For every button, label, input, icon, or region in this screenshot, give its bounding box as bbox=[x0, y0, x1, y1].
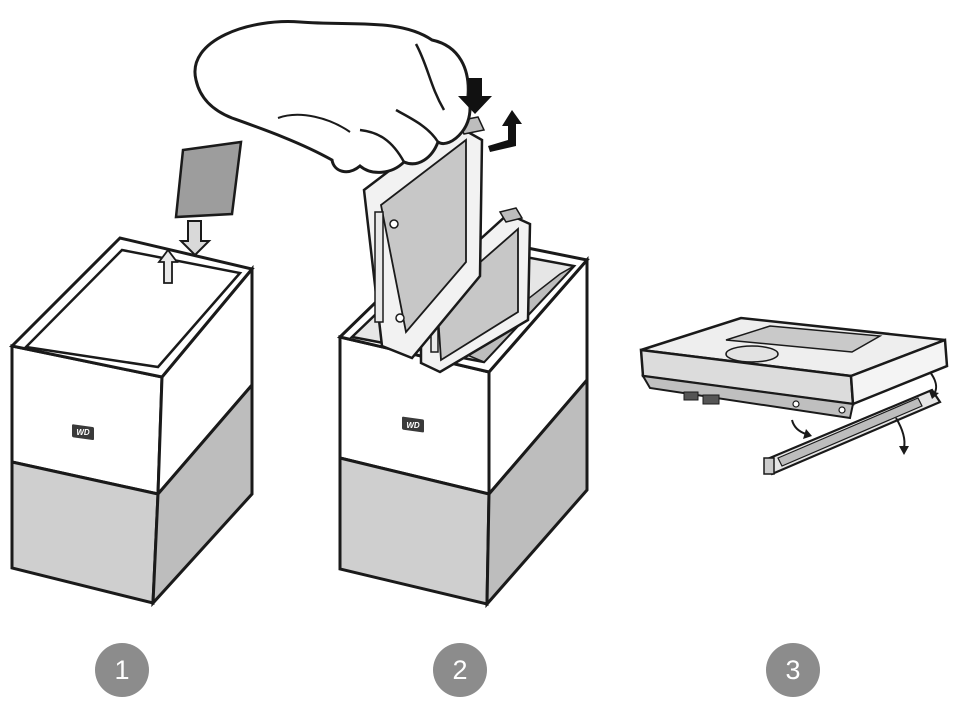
hard-drive-icon bbox=[639, 316, 949, 420]
step-badge-3: 3 bbox=[766, 643, 820, 697]
device-lower-side bbox=[151, 380, 254, 608]
hand-icon bbox=[193, 20, 472, 174]
device-lower-side bbox=[485, 375, 589, 609]
down-arrow-icon bbox=[458, 78, 492, 114]
step-3-illustration bbox=[639, 316, 949, 476]
step-1-illustration: WD bbox=[8, 140, 255, 608]
down-arrow-icon bbox=[178, 220, 212, 257]
step-number-1: 1 bbox=[114, 654, 130, 685]
step-number-3: 3 bbox=[785, 654, 801, 685]
step-2-illustration: WD bbox=[193, 20, 590, 609]
step-badge-2: 2 bbox=[433, 643, 487, 697]
curved-arrow-icon bbox=[929, 371, 939, 399]
wd-logo: WD bbox=[72, 424, 94, 441]
drive-rail bbox=[763, 388, 942, 476]
up-arrow-icon bbox=[157, 248, 179, 284]
device-top-surface bbox=[8, 236, 255, 379]
hard-drive-icon bbox=[419, 207, 532, 374]
wd-logo-text: WD bbox=[76, 428, 90, 437]
wd-logo-text: WD bbox=[406, 421, 420, 430]
step-number-2: 2 bbox=[452, 654, 468, 685]
curved-arrow-icon bbox=[895, 417, 909, 455]
step-badge-1: 1 bbox=[95, 643, 149, 697]
hard-drive-icon bbox=[362, 116, 486, 360]
wd-logo: WD bbox=[402, 416, 424, 433]
curved-arrow-icon bbox=[791, 419, 812, 439]
up-right-arrow-icon bbox=[488, 110, 522, 152]
lid-icon bbox=[174, 140, 243, 219]
